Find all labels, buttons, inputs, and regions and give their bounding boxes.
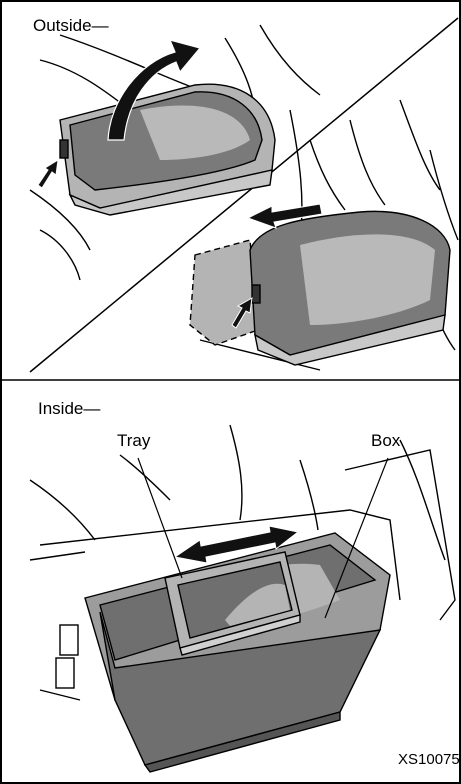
tray-label: Tray (117, 432, 150, 449)
outside-label: Outside— (33, 17, 109, 34)
figure-code: XS10075 (398, 752, 460, 767)
box-label: Box (371, 432, 400, 449)
inside-label: Inside— (38, 400, 100, 417)
console-inside-illustration (30, 425, 455, 772)
tray-leader-line (138, 458, 182, 578)
push-button-arrow-icon (38, 160, 58, 188)
